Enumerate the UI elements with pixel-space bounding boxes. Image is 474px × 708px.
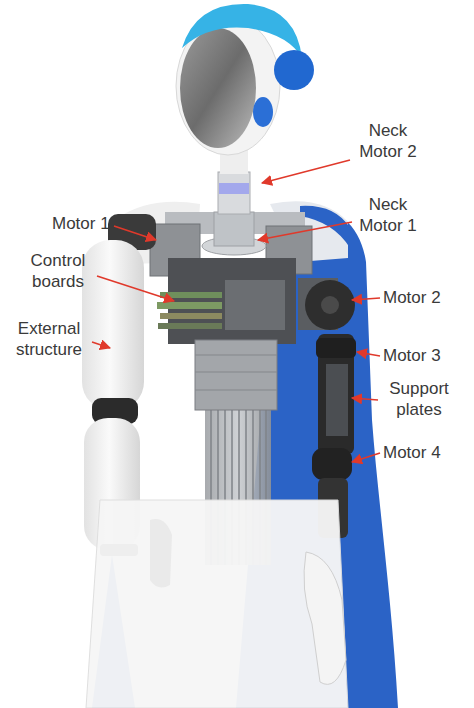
motor-housing [316,338,356,358]
electronics-bay [168,258,296,344]
right-hand [304,552,346,684]
control-board [160,292,222,298]
part-label: External structure [6,318,92,360]
leader-arrow [352,453,380,462]
leader-lines [92,160,380,462]
face-visor [180,28,256,148]
part-label: Motor 2 [383,287,441,308]
block-lines [195,355,277,390]
part-label: Support plates [380,378,458,420]
board-stack [225,280,285,330]
leader-arrow [92,342,110,348]
leader-arrow [97,276,174,301]
control-board [157,302,222,309]
support-plate [326,364,348,436]
upper-arm-shell [82,240,144,410]
control-board [160,313,222,319]
control-board [158,323,222,329]
part-label: Neck Motor 1 [350,194,426,236]
left-hand [150,519,172,588]
neck-ring [219,183,249,194]
apron [86,500,348,708]
motor-hub [321,296,339,314]
neck-motor [214,212,254,246]
part-label: Motor 3 [383,345,441,366]
leader-arrow [352,398,378,400]
leader-arrow [352,298,380,300]
lower-block [195,340,277,410]
neck-motor [218,172,250,214]
part-label: Neck Motor 2 [350,120,426,162]
hair [182,4,302,58]
motor-housing [312,448,352,480]
part-label: Motor 4 [383,442,441,463]
ear [253,97,273,127]
leader-arrow [114,226,156,240]
part-label: Control boards [20,250,96,292]
leader-arrow [258,222,352,240]
hair-bun [274,50,314,90]
leader-arrow [262,160,350,183]
motor-housing [305,280,355,330]
leader-arrow [357,352,380,356]
part-label: Motor 1 [52,213,110,234]
